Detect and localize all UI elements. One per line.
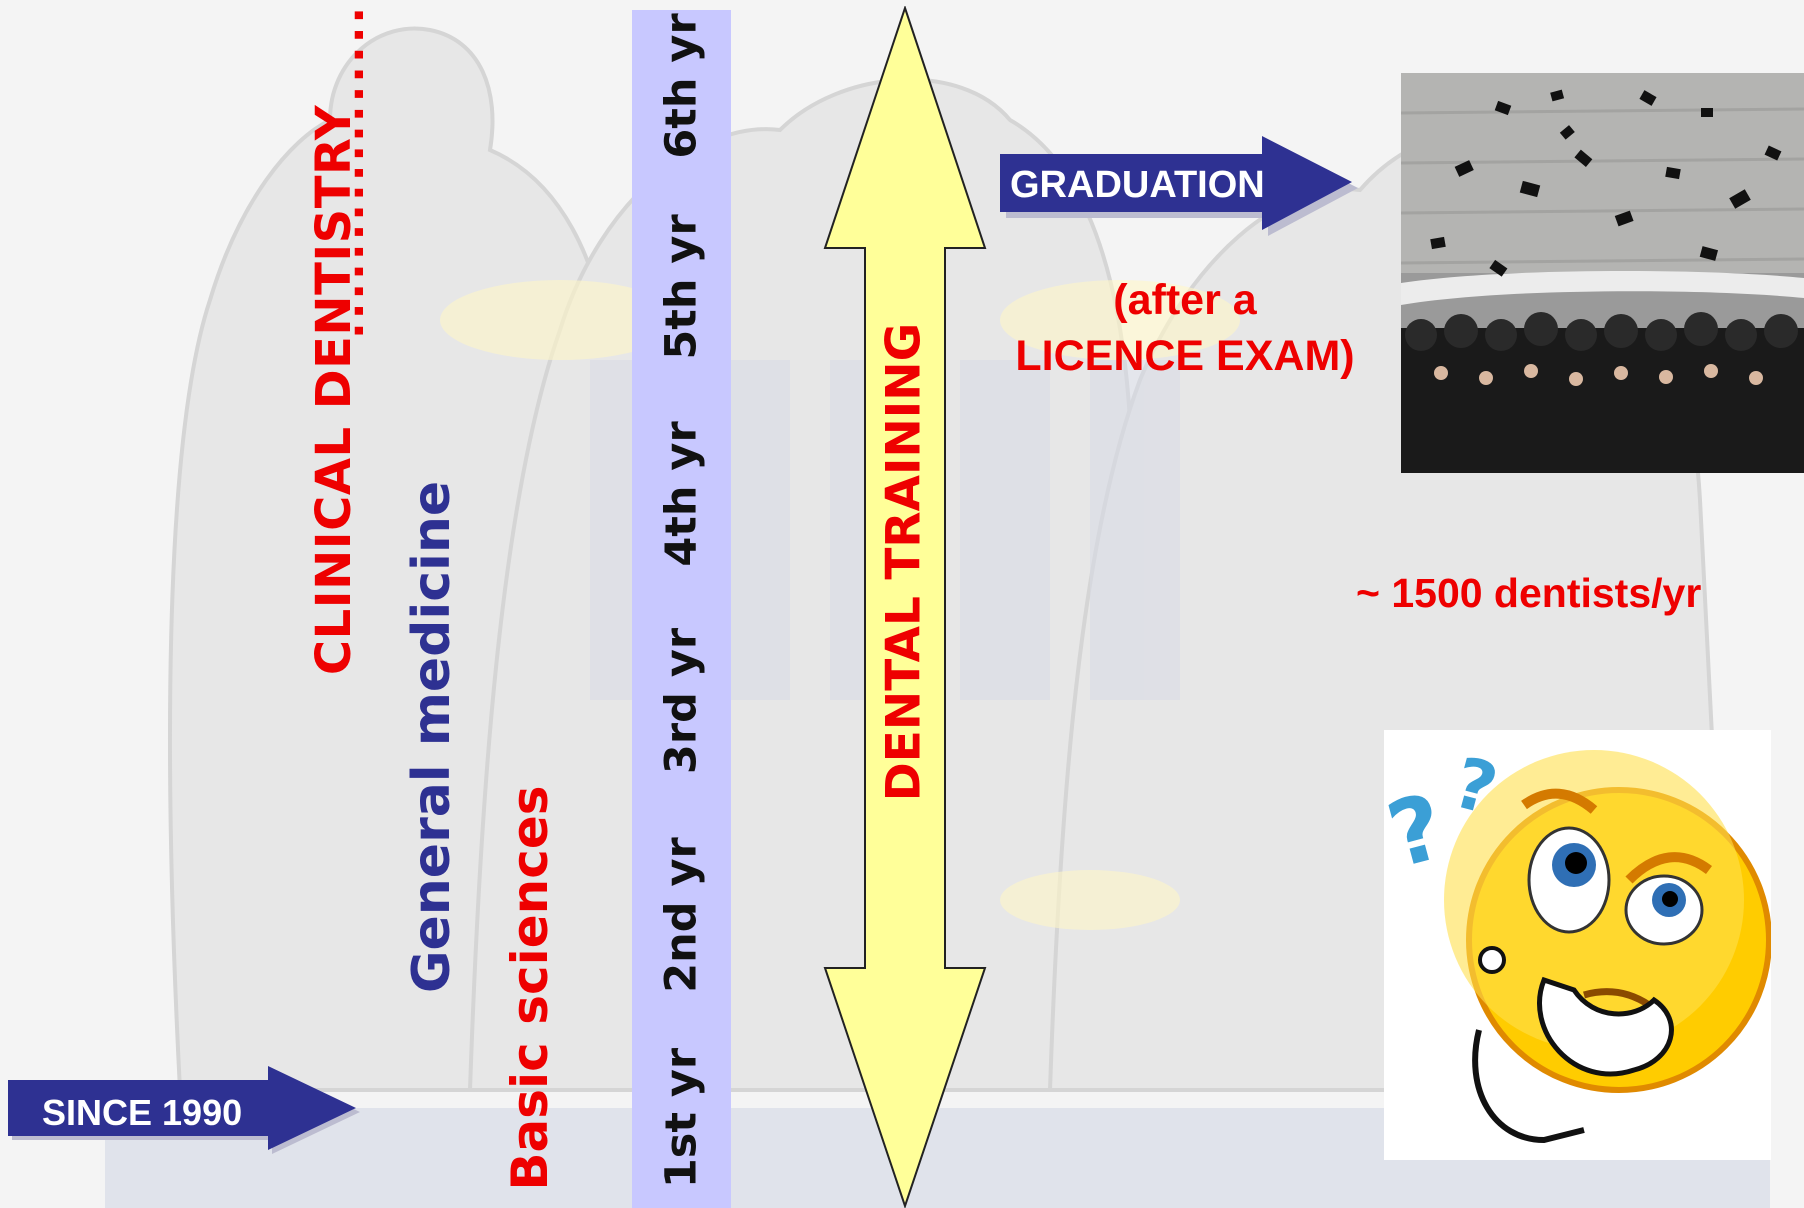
licence-note-line1: (after a: [1113, 276, 1257, 324]
year-label: 1st yr: [656, 1047, 707, 1189]
licence-note-line2: LICENCE EXAM): [1015, 332, 1355, 380]
year-label: 5th yr: [656, 214, 707, 360]
graduation-text: GRADUATION: [1010, 164, 1265, 206]
clinical-dentistry-dots: .....................: [323, 0, 374, 340]
svg-text:?: ?: [1384, 774, 1455, 889]
general-medicine-label: General medicine: [402, 480, 462, 994]
graduation-arrow: GRADUATION: [1000, 136, 1362, 240]
dental-training-double-arrow: [823, 6, 987, 1208]
year-label: 2nd yr: [656, 837, 707, 993]
year-label: 4th yr: [656, 421, 707, 567]
year-label: 6th yr: [656, 13, 707, 159]
since-1990-arrow: SINCE 1990: [8, 1066, 368, 1158]
graduation-photo: [1401, 73, 1804, 473]
dental-training-label: DENTAL TRAINING: [876, 322, 932, 802]
basic-sciences-label: Basic sciences: [501, 785, 559, 1191]
licence-exam-note: (after a LICENCE EXAM): [990, 272, 1380, 384]
thinking-emoji-image: ? ?: [1384, 730, 1771, 1160]
dentists-per-year-note: ~ 1500 dentists/yr: [1356, 570, 1702, 616]
year-label: 3rd yr: [656, 627, 707, 775]
since-1990-text: SINCE 1990: [42, 1092, 243, 1133]
year-column: [632, 10, 731, 1208]
